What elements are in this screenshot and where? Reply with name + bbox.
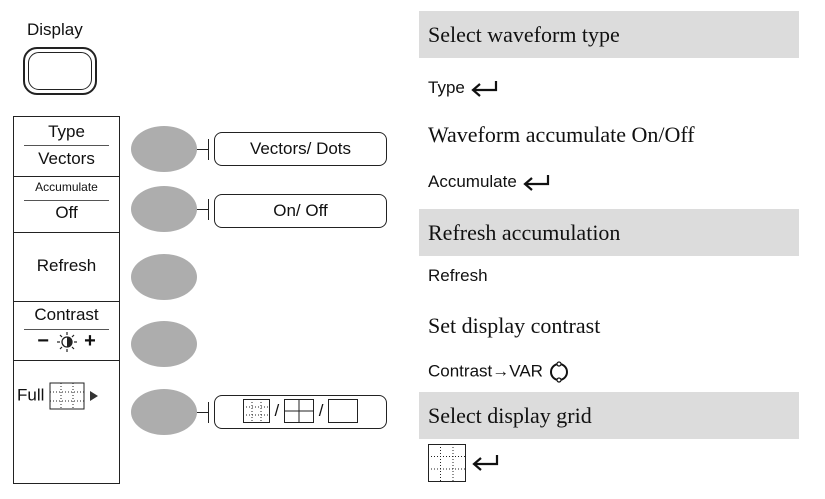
menu-divider	[24, 145, 109, 146]
connector	[197, 209, 208, 210]
description-title: Select waveform type	[428, 22, 620, 47]
minus-icon: −	[37, 330, 49, 352]
description-band	[419, 11, 799, 58]
return-arrow-icon	[472, 455, 498, 471]
display-key-label: Display	[27, 20, 83, 39]
menu-separator	[14, 301, 119, 302]
menu-refresh-title: Refresh	[36, 256, 97, 275]
right-triangle-icon	[89, 391, 98, 401]
connector	[197, 149, 208, 150]
softkey-contrast[interactable]	[131, 321, 197, 367]
description-title: Set display contrast	[428, 313, 601, 338]
description-band	[419, 209, 799, 256]
softkey-grid[interactable]	[131, 389, 197, 435]
menu-divider	[24, 329, 109, 330]
accumulate-options-box: On/ Off	[214, 194, 387, 228]
menu-panel: Type Vectors Accumulate Off Refresh Cont…	[13, 116, 120, 484]
menu-contrast-title: Contrast	[34, 305, 99, 324]
brightness-icon	[56, 331, 77, 352]
type-options-box: Vectors/ Dots	[214, 132, 387, 166]
full-grid-icon	[242, 399, 270, 423]
plus-icon: +	[84, 330, 96, 352]
menu-grid-cell: Full	[17, 382, 98, 410]
menu-separator	[14, 176, 119, 177]
command-line: Accumulate	[428, 172, 550, 193]
command-text: Type	[428, 78, 465, 97]
menu-separator	[14, 232, 119, 233]
description-title: Waveform accumulate On/Off	[428, 122, 695, 147]
menu-divider	[24, 200, 109, 201]
command-line	[428, 444, 499, 482]
variable-knob-icon	[549, 361, 568, 383]
menu-type-value: Vectors	[38, 149, 95, 168]
description-band	[419, 392, 799, 439]
menu-grid-title: Full	[17, 385, 45, 405]
grid-options-box: / /	[214, 395, 387, 429]
full-grid-icon	[428, 444, 466, 482]
full-grid-icon	[49, 382, 85, 410]
grid-separator: /	[274, 401, 280, 420]
description-title: Select display grid	[428, 403, 592, 428]
menu-accumulate-value: Off	[55, 203, 78, 222]
return-arrow-icon	[470, 80, 497, 97]
menu-contrast-control: − +	[14, 330, 119, 353]
description-title: Refresh accumulation	[428, 220, 621, 245]
command-text: Accumulate	[428, 172, 517, 191]
display-key[interactable]	[23, 47, 97, 95]
command-line: Type	[428, 78, 498, 99]
softkey-type[interactable]	[131, 126, 197, 172]
menu-accumulate-title: Accumulate	[35, 180, 98, 194]
cross-grid-icon	[284, 399, 314, 423]
softkey-accumulate[interactable]	[131, 186, 197, 232]
command-text: Refresh	[428, 266, 488, 285]
connector	[197, 412, 208, 413]
command-line: Contrast→VAR	[428, 361, 570, 383]
grid-separator: /	[318, 401, 324, 420]
connector	[208, 199, 209, 220]
connector	[208, 402, 209, 423]
softkey-refresh[interactable]	[131, 254, 197, 300]
connector	[208, 139, 209, 160]
command-text: Contrast→VAR	[428, 361, 543, 381]
return-arrow-icon	[522, 174, 549, 191]
menu-type-title: Type	[48, 122, 85, 141]
menu-separator	[14, 360, 119, 361]
command-line: Refresh	[428, 266, 488, 286]
frame-grid-icon	[328, 399, 359, 423]
